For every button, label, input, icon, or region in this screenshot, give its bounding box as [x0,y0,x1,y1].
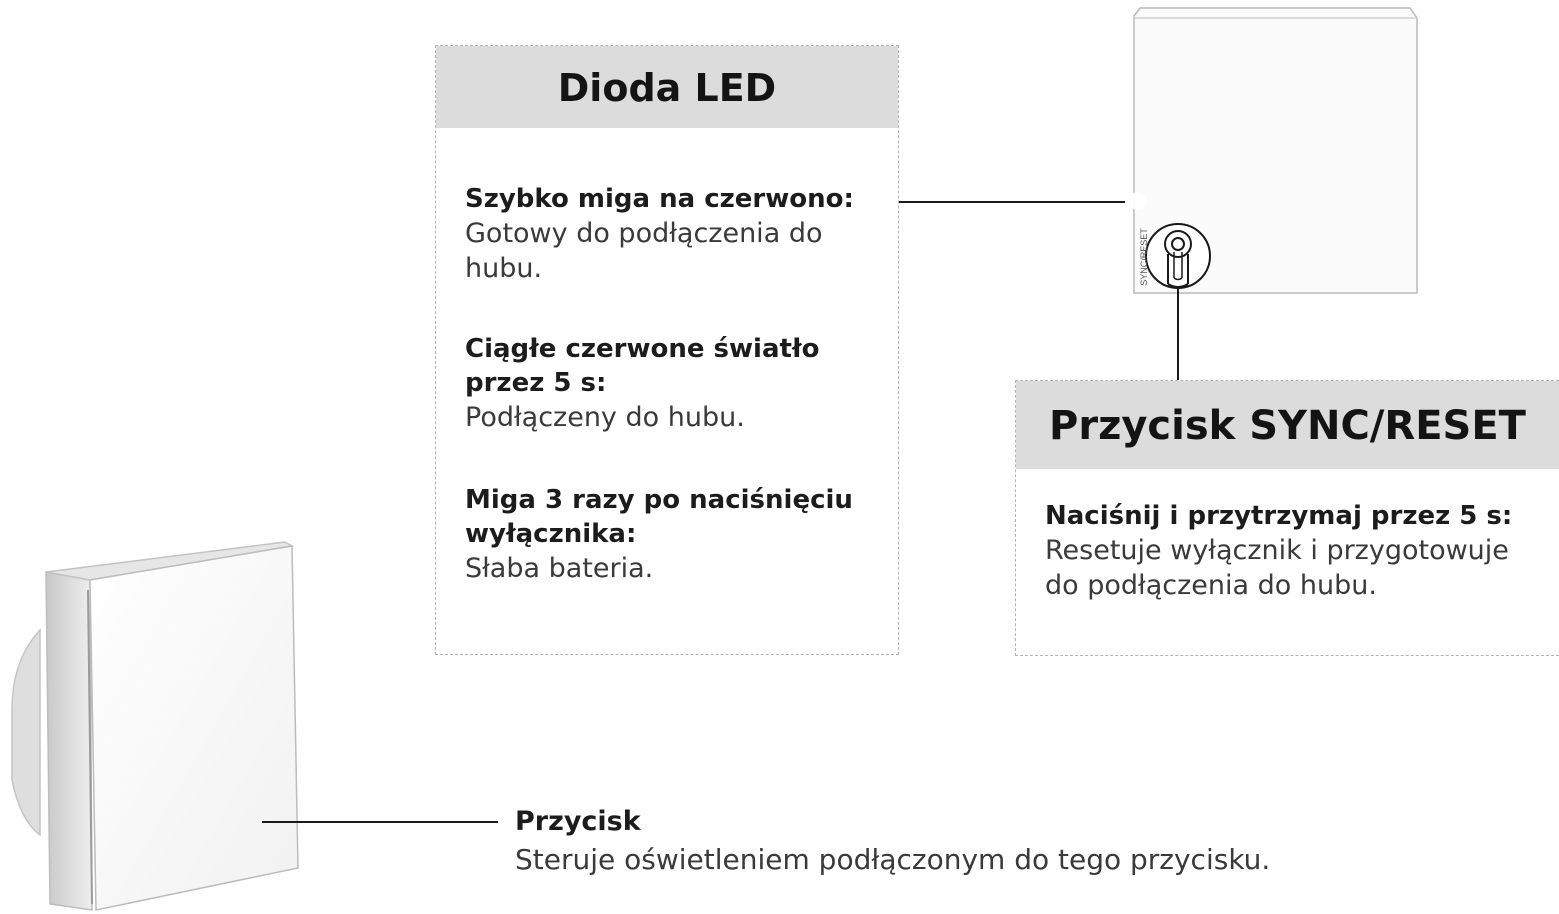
led-item-title: Szybko miga na czerwono: [465,184,854,214]
led-item-title: Ciągłe czerwone światło przez 5 s: [465,334,820,398]
led-item-desc: Gotowy do podłączenia do hubu. [465,218,823,284]
sync-reset-panel-title: Przycisk SYNC/RESET [1049,403,1526,449]
sync-reset-panel-header: Przycisk SYNC/RESET [1016,381,1559,469]
switch-front-illustration [11,541,299,911]
sync-reset-small-label: SYNC/RESET [1139,228,1149,286]
led-item-title: Miga 3 razy po naciśnięciu wyłącznika: [465,485,853,549]
led-panel: Dioda LED Szybko miga na czerwono: Gotow… [435,45,899,655]
led-item-fast-blink: Szybko miga na czerwono: Gotowy do podłą… [465,182,880,286]
led-leader-line [899,201,1125,203]
sync-reset-item: Naciśnij i przytrzymaj przez 5 s: Resetu… [1045,499,1550,603]
button-callout: Przycisk Steruje oświetleniem podłączony… [515,804,1515,880]
led-item-desc: Słaba bateria. [465,553,654,584]
sync-leader-line [1177,288,1179,380]
sync-reset-panel: Przycisk SYNC/RESET Naciśnij i przytrzym… [1015,380,1559,656]
led-panel-title: Dioda LED [557,66,777,110]
button-title: Przycisk [515,806,641,837]
led-item-desc: Podłączeny do hubu. [465,402,745,433]
sync-item-desc: Resetuje wyłącznik i przygotowuje do pod… [1045,535,1509,601]
button-desc: Steruje oświetleniem podłączonym do tego… [515,843,1271,876]
led-item-low-battery: Miga 3 razy po naciśnięciu wyłącznika: S… [465,483,880,586]
device-back-illustration [1130,7,1418,294]
button-leader-line [262,821,498,823]
sync-item-title: Naciśnij i przytrzymaj przez 5 s: [1045,501,1513,531]
led-panel-header: Dioda LED [436,46,898,128]
led-item-steady-red: Ciągłe czerwone światło przez 5 s: Podłą… [465,332,880,435]
